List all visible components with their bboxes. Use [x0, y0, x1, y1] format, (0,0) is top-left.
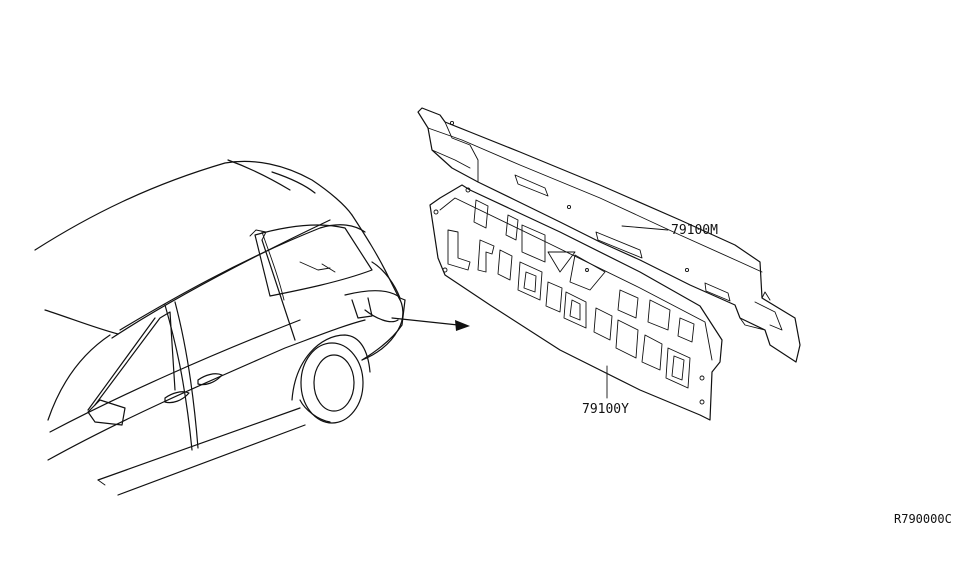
location-arrow — [391, 317, 470, 331]
callout-79100m: 79100M — [671, 223, 718, 238]
upper-rear-panel — [417, 107, 801, 363]
callout-79100y: 79100Y — [582, 402, 629, 417]
lower-rear-panel — [429, 184, 723, 421]
diagram-code: R790000C — [894, 512, 952, 526]
vehicle-outline — [34, 159, 406, 496]
leader-lines — [606, 225, 669, 399]
